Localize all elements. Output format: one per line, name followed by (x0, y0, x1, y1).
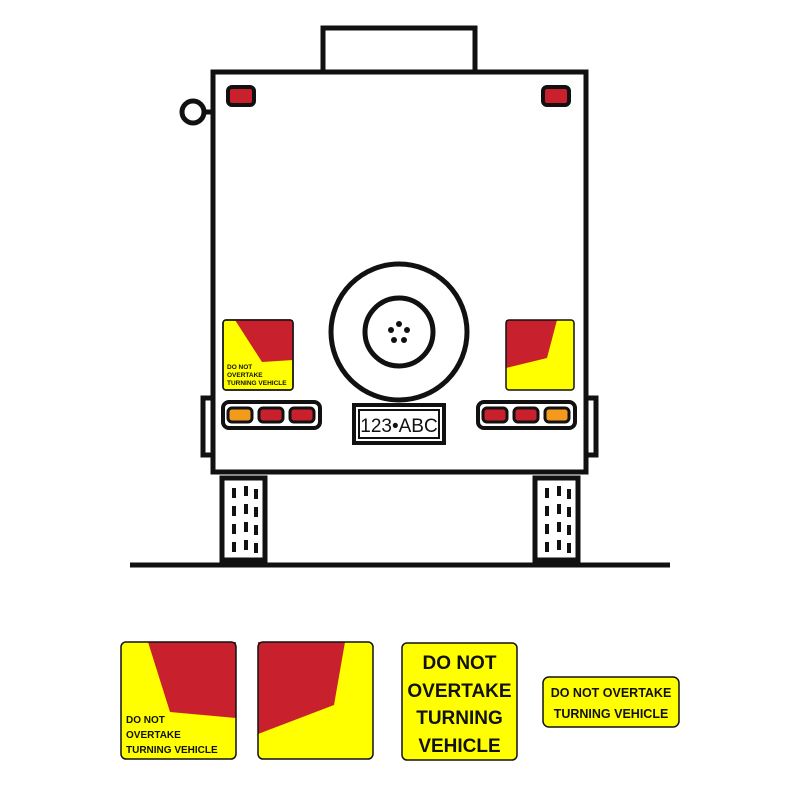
left-indicator-light (226, 406, 254, 424)
right-brake-light (512, 406, 540, 424)
number-plate: 123•ABC (352, 403, 446, 445)
panel-right-reflector (257, 641, 374, 760)
rear-bumper (200, 395, 599, 458)
vehicle-sign-line3: TURNING VEHICLE (227, 380, 287, 387)
square-sign-line1: DO NOT (423, 653, 497, 674)
panel-left-line1: DO NOT (126, 715, 165, 726)
right-tail-light (481, 406, 509, 424)
roof-handle (320, 25, 478, 72)
right-indicator-light (543, 406, 571, 424)
left-tail-light-cluster (221, 400, 322, 430)
right-tail-light-cluster (476, 400, 577, 430)
left-brake-light (257, 406, 285, 424)
strip-sign-line2: TURNING VEHICLE (554, 707, 669, 721)
strip-sign-line1: DO NOT OVERTAKE (551, 686, 672, 700)
top-left-marker-light (226, 85, 256, 107)
left-tail-light (288, 406, 316, 424)
panel-left-line2: OVERTAKE (126, 730, 181, 741)
vehicle-right-reflector-sign (505, 319, 575, 391)
square-sign-line3: TURNING (416, 708, 503, 729)
left-rear-wheel (219, 475, 268, 563)
panel-left-line3: TURNING VEHICLE (126, 745, 218, 756)
vehicle-left-reflector-sign: DO NOT OVERTAKE TURNING VEHICLE (222, 319, 294, 391)
vehicle-sign-line2: OVERTAKE (227, 372, 263, 379)
vehicle-sign-line1: DO NOT (227, 364, 252, 371)
panel-text-strip-sign: DO NOT OVERTAKE TURNING VEHICLE (542, 676, 680, 728)
panel-left-reflector-with-text: DO NOT OVERTAKE TURNING VEHICLE (120, 641, 237, 760)
mirror-ring (179, 98, 207, 126)
square-sign-line2: OVERTAKE (407, 681, 511, 702)
square-sign-line4: VEHICLE (418, 736, 500, 757)
plate-text: 123•ABC (360, 416, 437, 437)
spare-wheel (328, 261, 470, 403)
top-right-marker-light (541, 85, 571, 107)
right-rear-wheel (532, 475, 581, 563)
panel-text-square-sign: DO NOT OVERTAKE TURNING VEHICLE (401, 642, 518, 761)
